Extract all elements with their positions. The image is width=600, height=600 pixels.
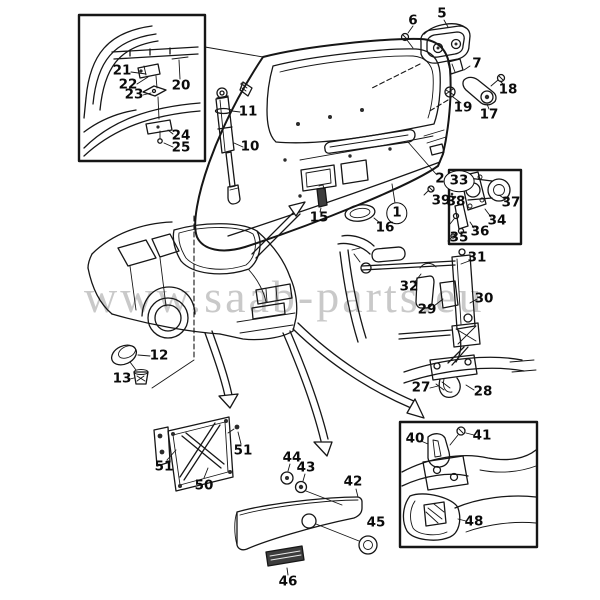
part-label-24: 24 (171, 127, 191, 144)
part-label-34: 34 (487, 212, 507, 229)
part-label-13: 13 (112, 370, 132, 387)
part-label-10: 10 (240, 138, 260, 155)
part-label-21: 21 (112, 62, 132, 79)
part-label-51: 51 (233, 442, 253, 459)
part-label-22: 22 (118, 76, 138, 93)
aperture-lock-mechanism-drawing (337, 234, 478, 363)
lock-striker-drawing (398, 322, 537, 398)
part-label-44: 44 (282, 449, 302, 466)
lock-mount-box (398, 420, 539, 549)
part-label-45: 45 (366, 514, 386, 531)
watermark: www.saab-parts.eu (84, 271, 485, 322)
part-label-16: 16 (375, 219, 395, 236)
part-label-18: 18 (498, 81, 518, 98)
part-label-27: 27 (411, 379, 431, 396)
part-label-19: 19 (453, 99, 473, 116)
part-label-39: 39 (431, 192, 451, 209)
part-label-5: 5 (437, 5, 447, 22)
part-label-17: 17 (479, 106, 499, 123)
part-label-15: 15 (309, 209, 329, 226)
part-label-6: 6 (408, 12, 418, 29)
part-label-11: 11 (238, 103, 258, 120)
part-label-30: 30 (474, 290, 494, 307)
part-label-42: 42 (343, 473, 363, 490)
part-label-41: 41 (472, 427, 492, 444)
part-label-36: 36 (470, 223, 490, 240)
inset-detail-box (77, 13, 207, 163)
part-label-31: 31 (467, 249, 487, 266)
car-drawing (87, 215, 298, 389)
part-label-28: 28 (473, 383, 493, 400)
knob-and-grommet-drawing (110, 344, 151, 385)
part-label-33: 33 (443, 170, 475, 192)
part-label-48: 48 (464, 513, 484, 530)
part-label-2: 2 (435, 170, 445, 187)
part-label-43: 43 (296, 459, 316, 476)
part-label-50: 50 (194, 477, 214, 494)
plate-bracket-drawing (153, 416, 242, 492)
part-label-32: 32 (399, 278, 419, 295)
part-label-51: 51 (154, 458, 174, 475)
part-label-1: 1 (386, 202, 408, 224)
part-label-12: 12 (149, 347, 169, 364)
part-label-23: 23 (124, 86, 144, 103)
tailgate-drawing (194, 37, 452, 263)
trim-moulding-drawing (234, 463, 378, 576)
part-label-20: 20 (171, 77, 191, 94)
part-label-38: 38 (446, 193, 466, 210)
part-label-7: 7 (472, 55, 482, 72)
part-label-29: 29 (417, 301, 437, 318)
part-label-25: 25 (171, 139, 191, 156)
part-label-46: 46 (278, 573, 298, 590)
part-label-37: 37 (501, 194, 521, 211)
part-label-35: 35 (449, 229, 469, 246)
part-label-40: 40 (405, 430, 425, 447)
inset-box-leader-line (204, 46, 264, 58)
pointer-arrows (204, 201, 425, 457)
